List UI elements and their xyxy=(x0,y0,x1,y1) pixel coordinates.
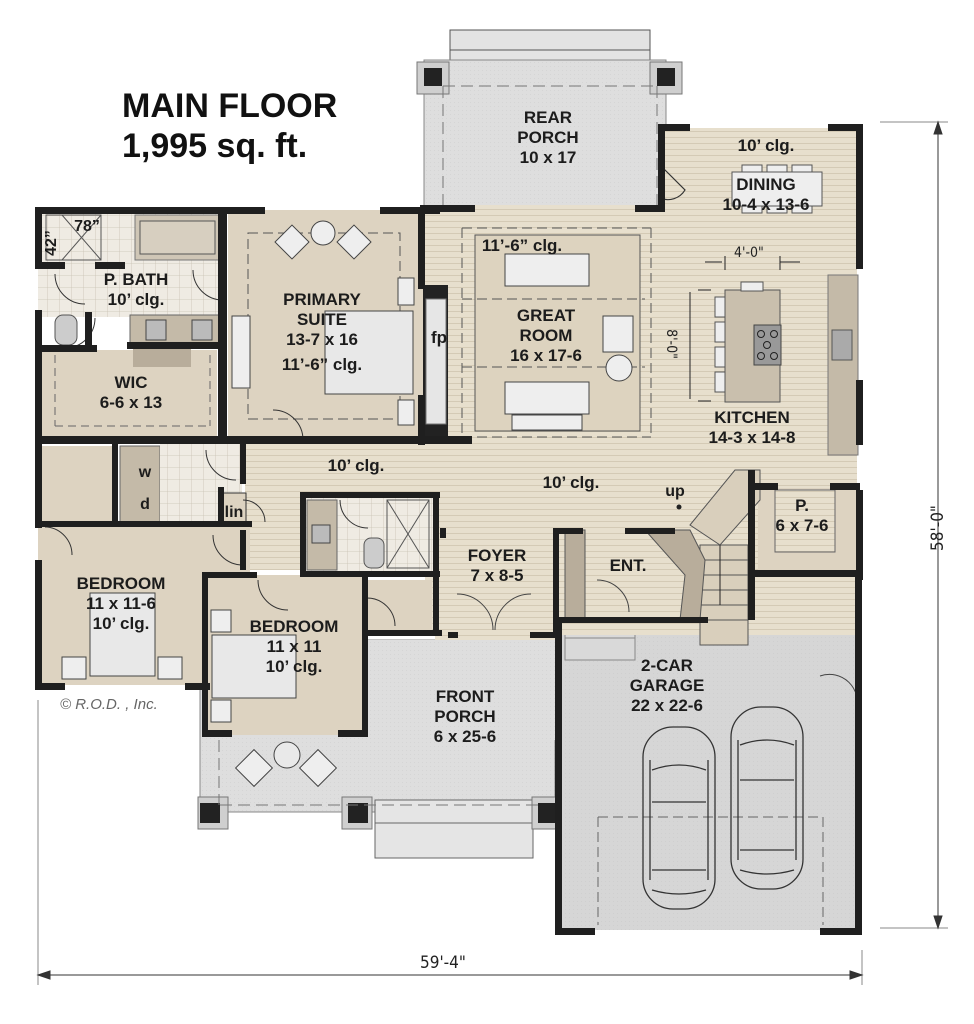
car-left-icon xyxy=(642,726,716,910)
floor-area: 1,995 sq. ft. xyxy=(122,127,308,165)
room-label-dining: DINING 10-4 x 13-6 xyxy=(722,175,810,214)
island-width-dimension: 4'-0" xyxy=(734,245,764,261)
ceiling-label-hall-center: 10’ clg. xyxy=(542,473,600,492)
room-label-bedroom-left: BEDROOM 11 x 11-6 10’ clg. xyxy=(76,574,166,633)
washer-label: w xyxy=(138,464,152,481)
fireplace-label: fp xyxy=(430,328,448,347)
overall-depth-dimension: 58'-0" xyxy=(927,505,948,551)
room-label-rear-porch: REAR PORCH 10 x 17 xyxy=(517,108,579,167)
stairs-up-label: up xyxy=(665,483,685,500)
staircase xyxy=(689,469,761,646)
linen-closet-label: lin xyxy=(224,504,244,521)
ceiling-label-hall-left: 10’ clg. xyxy=(327,456,385,475)
room-label-foyer: FOYER 7 x 8-5 xyxy=(467,546,527,585)
floor-title: MAIN FLOOR xyxy=(122,87,338,125)
room-label-garage: 2-CAR GARAGE 22 x 22-6 xyxy=(629,656,705,715)
room-label-kitchen: KITCHEN 14-3 x 14-8 xyxy=(708,408,796,447)
island-length-dimension: 8'-0" xyxy=(662,329,679,359)
room-label-primary-suite: PRIMARY SUITE 13-7 x 16 11’-6” clg. xyxy=(281,290,363,374)
page-title: MAIN FLOOR 1,995 sq. ft. xyxy=(122,86,337,166)
room-label-pantry: P. 6 x 7-6 xyxy=(775,496,829,535)
room-label-great-room: GREAT ROOM 16 x 17-6 xyxy=(510,306,582,365)
walls xyxy=(35,124,863,935)
car-right-icon xyxy=(730,706,804,890)
room-label-primary-bath: P. BATH 10’ clg. xyxy=(103,270,169,309)
dimension-lines xyxy=(36,120,948,985)
dryer-label: d xyxy=(140,496,150,513)
ceiling-label-dining: 10’ clg. xyxy=(737,136,795,155)
room-label-wic: WIC 6-6 x 13 xyxy=(99,373,163,412)
copyright-notice: © R.O.D. , Inc. xyxy=(60,696,158,713)
room-label-bedroom-center: BEDROOM 11 x 11 10’ clg. xyxy=(249,617,339,676)
rear-porch-area xyxy=(416,29,683,211)
room-label-front-porch: FRONT PORCH 6 x 25-6 xyxy=(433,687,497,746)
room-label-entry: ENT. xyxy=(609,556,647,575)
ceiling-label-great-room: 11’-6” clg. xyxy=(481,236,563,255)
shower-width-label: 78” xyxy=(74,218,100,235)
shower-depth-label: 42” xyxy=(43,230,60,256)
overall-width-dimension: 59'-4" xyxy=(420,953,466,973)
